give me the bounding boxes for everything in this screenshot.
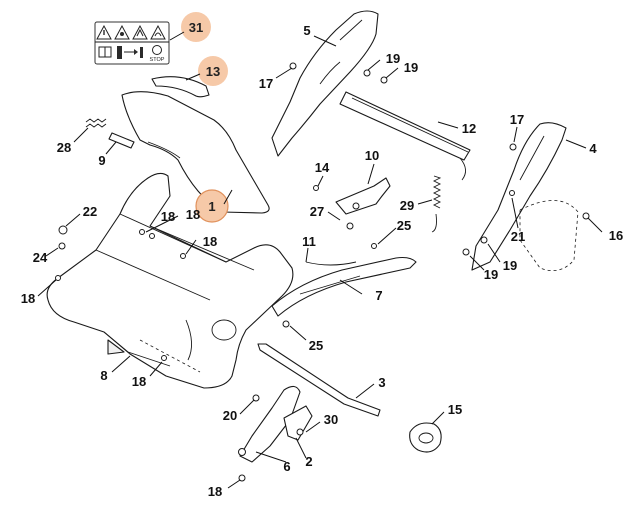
svg-text:STOP: STOP <box>150 57 165 63</box>
manual-book-icon <box>98 46 112 58</box>
callout-21[interactable]: 21 <box>511 229 525 244</box>
callout-25[interactable]: 25 <box>309 338 323 353</box>
callout-20[interactable]: 20 <box>223 408 237 423</box>
callout-29[interactable]: 29 <box>400 198 414 213</box>
callout-14[interactable]: 14 <box>315 160 330 175</box>
callout-19[interactable]: 19 <box>484 267 498 282</box>
leader-lines <box>37 31 603 489</box>
callout-6[interactable]: 6 <box>283 459 290 474</box>
callout-9[interactable]: 9 <box>98 153 105 168</box>
callout-30[interactable]: 30 <box>324 412 338 427</box>
warning-triangle-icon <box>132 24 148 40</box>
deck-outline <box>519 200 579 272</box>
pin-part-9[interactable] <box>108 132 135 149</box>
callout-8[interactable]: 8 <box>100 368 107 383</box>
clip-part-2[interactable] <box>283 405 313 441</box>
side-bracket-part-4[interactable] <box>471 122 567 271</box>
rod-part-3[interactable] <box>257 343 381 417</box>
bystander-distance-icon <box>117 46 143 59</box>
callout-24[interactable]: 24 <box>33 250 48 265</box>
spring-part-28[interactable] <box>85 118 107 128</box>
callout-7[interactable]: 7 <box>375 288 382 303</box>
warning-label-part-31[interactable]: STOP <box>94 21 170 65</box>
callout-18[interactable]: 18 <box>186 207 200 222</box>
callout-31[interactable]: 31 <box>189 20 203 35</box>
callout-labels: 31 13 1 5 17 19 19 12 17 4 28 9 14 10 29… <box>21 20 623 499</box>
highlight-marker-13 <box>198 56 228 86</box>
grip-cover-part-13[interactable] <box>151 76 210 98</box>
callout-12[interactable]: 12 <box>462 121 476 136</box>
drive-lever-part-10[interactable] <box>335 177 391 215</box>
callout-15[interactable]: 15 <box>448 402 462 417</box>
cable-part-11[interactable] <box>305 261 357 266</box>
callout-5[interactable]: 5 <box>303 23 310 38</box>
callout-3[interactable]: 3 <box>378 375 385 390</box>
highlight-marker-1 <box>195 189 229 223</box>
side-bracket-part-5[interactable] <box>271 10 379 157</box>
warning-triangle-icon <box>150 24 166 40</box>
callout-19[interactable]: 19 <box>404 60 418 75</box>
callout-18[interactable]: 18 <box>161 209 175 224</box>
callout-18[interactable]: 18 <box>21 291 35 306</box>
callout-18[interactable]: 18 <box>132 374 146 389</box>
callout-4[interactable]: 4 <box>589 141 597 156</box>
callout-17[interactable]: 17 <box>510 112 524 127</box>
cross-member-part-12[interactable] <box>339 91 471 161</box>
callout-17[interactable]: 17 <box>259 76 273 91</box>
housing-part-8[interactable] <box>46 172 294 389</box>
callout-22[interactable]: 22 <box>83 204 97 219</box>
callout-25[interactable]: 25 <box>397 218 411 233</box>
callout-18[interactable]: 18 <box>208 484 222 499</box>
callout-28[interactable]: 28 <box>57 140 71 155</box>
callout-11[interactable]: 11 <box>302 234 316 249</box>
callout-13[interactable]: 13 <box>206 64 220 79</box>
warning-triangle-icon <box>114 24 130 40</box>
fasteners <box>55 62 590 482</box>
callout-2[interactable]: 2 <box>305 454 312 469</box>
highlight-marker-31 <box>181 12 211 42</box>
warning-triangle-icon <box>96 24 112 40</box>
stop-sign-icon: STOP <box>150 45 165 63</box>
knob-part-15[interactable] <box>409 422 442 453</box>
callout-18[interactable]: 18 <box>203 234 217 249</box>
callout-10[interactable]: 10 <box>365 148 379 163</box>
callout-19[interactable]: 19 <box>503 258 517 273</box>
callout-27[interactable]: 27 <box>310 204 324 219</box>
control-rod-part-7[interactable] <box>271 256 417 317</box>
callout-19[interactable]: 19 <box>386 51 400 66</box>
callout-1[interactable]: 1 <box>208 199 215 214</box>
spring-part-29[interactable] <box>431 175 442 233</box>
upper-cover-part-1[interactable] <box>121 91 270 214</box>
callout-16[interactable]: 16 <box>609 228 623 243</box>
